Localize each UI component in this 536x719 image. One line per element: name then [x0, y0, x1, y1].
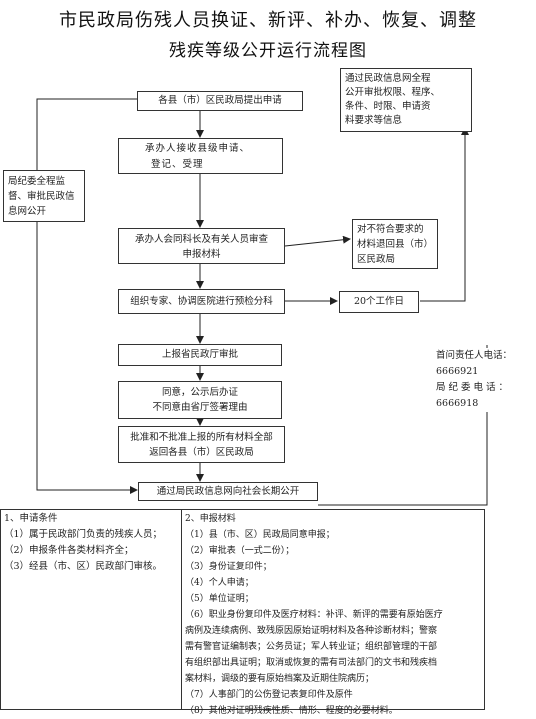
- material-item: 需有警官证编制表；公务员证；军人转业证；组织部管理的干部: [185, 642, 438, 652]
- info-box-public: 通过民政信息网全程 公开审批权限、程序、 条件、时限、申请资 料要求等信息: [340, 68, 472, 132]
- material-item: （5）单位证明；: [185, 594, 254, 604]
- info-line: 条件、时限、申请资: [345, 101, 431, 112]
- step-decision: 同意，公示后办证 不同意由省厅签署理由: [118, 381, 282, 419]
- contact-phone: 6666918: [436, 398, 479, 409]
- reject-box: 对不符合要求的 材料退回县（市） 区民政局: [352, 219, 438, 269]
- step-receive: 承办人接收县级申请、 登记、受理: [118, 138, 283, 174]
- material-item: （6）职业身份复印件及医疗材料：补评、新评的需要有原始医疗: [185, 610, 443, 620]
- material-item: 有组织部出具证明；取消或恢复的需有司法部门的文书和残疾档: [185, 658, 438, 668]
- conditions-title: 1、申请条件: [4, 513, 58, 524]
- step-experts: 组织专家、协调医院进行预检分科: [118, 289, 285, 314]
- page-title: 市民政局伤残人员换证、新评、补办、恢复、调整: [59, 10, 477, 31]
- material-item: 病例及连续病例、致残原因原始证明材料及各种诊断材料；警察: [185, 626, 438, 636]
- contact-block: 首问责任人电话： 6666921 局纪委电话： 6666918: [436, 348, 534, 412]
- material-item: （1）县（市、区）民政局同意申报；: [185, 530, 335, 540]
- material-item: （7）人事部门的公伤登记表复印件及原件: [185, 690, 353, 700]
- step-apply: 各县（市）区民政局提出申请: [137, 91, 303, 111]
- conditions-section: 1、申请条件 （1）属于民政部门负责的残疾人员； （2）申报条件各类材料齐全； …: [4, 511, 180, 575]
- step-review: 承办人会同科长及有关人员审查 申报材料: [118, 228, 285, 264]
- step-publish: 通过局民政信息网向社会长期公开: [138, 482, 318, 501]
- condition-item: （3）经县（市、区）民政部门审核。: [4, 561, 163, 572]
- materials-title: 2、申报材料: [185, 514, 236, 524]
- condition-item: （2）申报条件各类材料齐全；: [4, 545, 134, 556]
- info-line: 公开审批权限、程序、: [345, 87, 441, 98]
- contact-label: 局纪委电话：: [436, 382, 512, 393]
- material-item: （3）身份证复印件；: [185, 562, 272, 572]
- page-subtitle: 残疾等级公开运行流程图: [169, 41, 367, 61]
- supervision-box: 局纪委全程监 督、审批民政信 息网公开: [3, 170, 85, 222]
- material-item: （2）审批表（一式二份）；: [185, 546, 295, 556]
- step-province: 上报省民政厅审批: [118, 344, 282, 366]
- contact-phone: 6666921: [436, 366, 479, 377]
- supervision-line: 局纪委全程监: [8, 176, 66, 187]
- supervision-line: 息网公开: [8, 206, 47, 217]
- material-item: （4）个人申请；: [185, 578, 254, 588]
- requirements-table: [0, 509, 485, 710]
- info-line: 通过民政信息网全程: [345, 73, 431, 84]
- materials-section: 2、申报材料 （1）县（市、区）民政局同意申报； （2）审批表（一式二份）； （…: [185, 511, 483, 719]
- material-item: （8）其他对证明残疾性质、情形、程度的必要材料。: [185, 706, 398, 716]
- days-box: 20个工作日: [339, 291, 419, 313]
- table-divider: [181, 509, 182, 710]
- material-item: 案材料，调级的要有原始档案及近期住院病历；: [185, 674, 375, 684]
- contact-label: 首问责任人电话：: [436, 350, 513, 361]
- supervision-line: 督、审批民政信: [8, 191, 75, 202]
- condition-item: （1）属于民政部门负责的残疾人员；: [4, 529, 163, 540]
- info-line: 料要求等信息: [345, 115, 403, 126]
- step-return: 批准和不批准上报的所有材料全部 返回各县（市）区民政局: [118, 426, 285, 463]
